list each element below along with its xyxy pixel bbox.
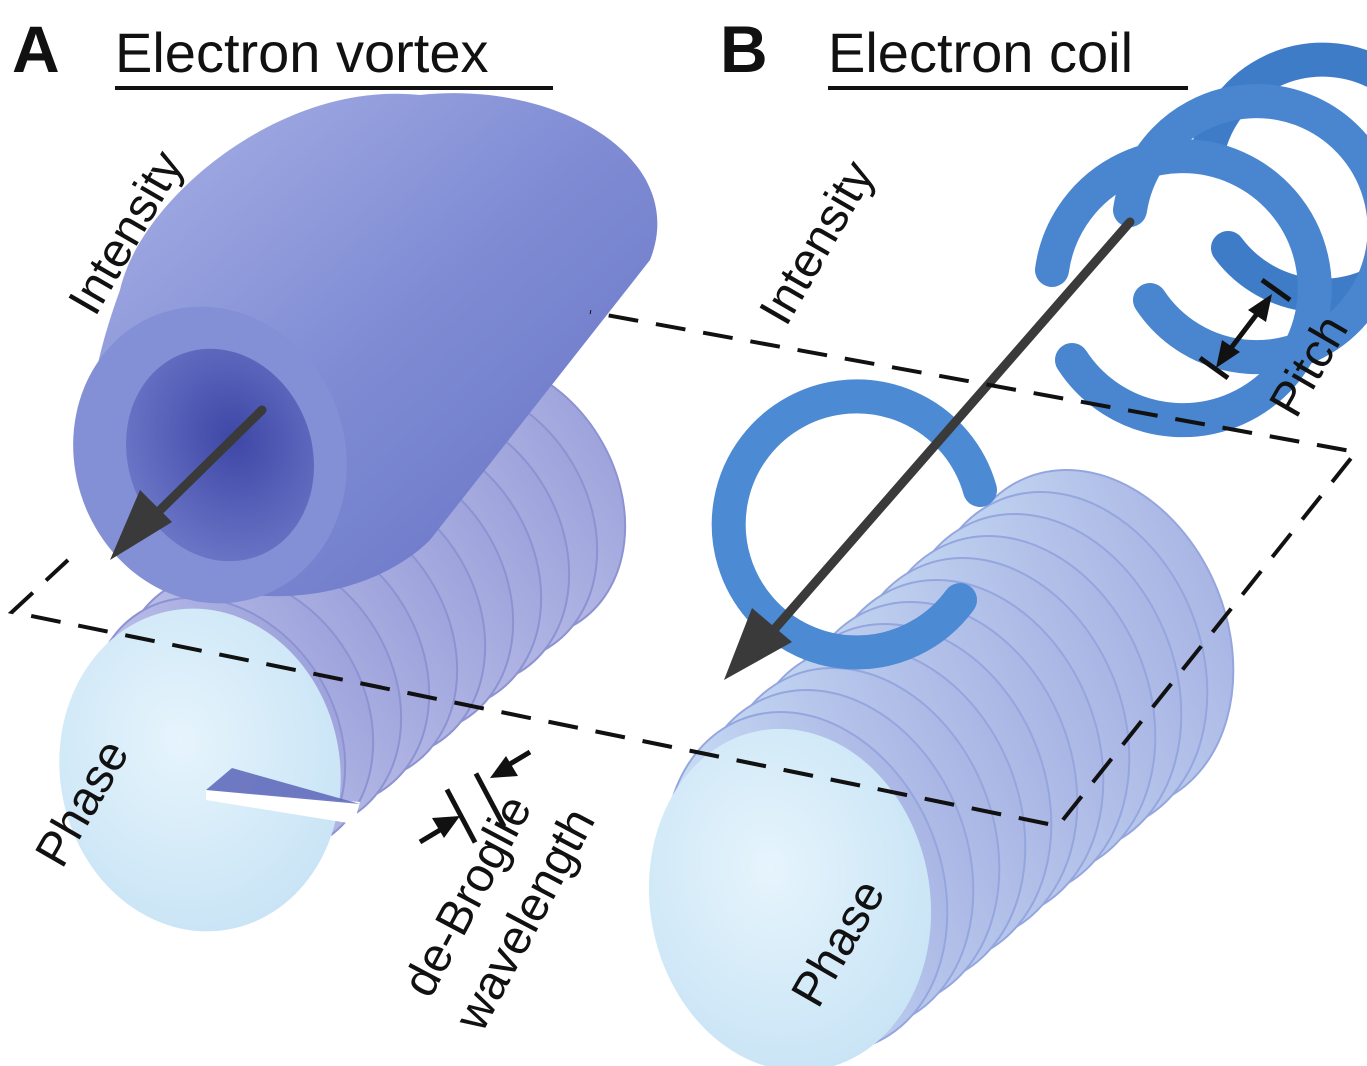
coil-phase-rings	[648, 469, 1235, 1066]
panel-a-letter: A	[12, 12, 60, 86]
panel-a: A Electron vortex	[12, 12, 658, 1040]
panel-a-title: Electron vortex	[115, 21, 489, 84]
panel-b-letter: B	[720, 12, 768, 86]
coil-intensity-helix	[711, 42, 1367, 670]
panel-b: B Electron coil	[648, 12, 1367, 1066]
vortex-propagation-arrow	[110, 405, 267, 560]
dashed-plane	[7, 310, 1360, 829]
panel-b-title: Electron coil	[828, 21, 1133, 84]
pitch-marker	[1198, 277, 1292, 381]
coil-propagation-arrow	[724, 217, 1135, 680]
vortex-phase-disc	[59, 608, 360, 932]
coil-intensity-label: Intensity	[750, 152, 885, 333]
wavelength-marker	[418, 749, 532, 845]
